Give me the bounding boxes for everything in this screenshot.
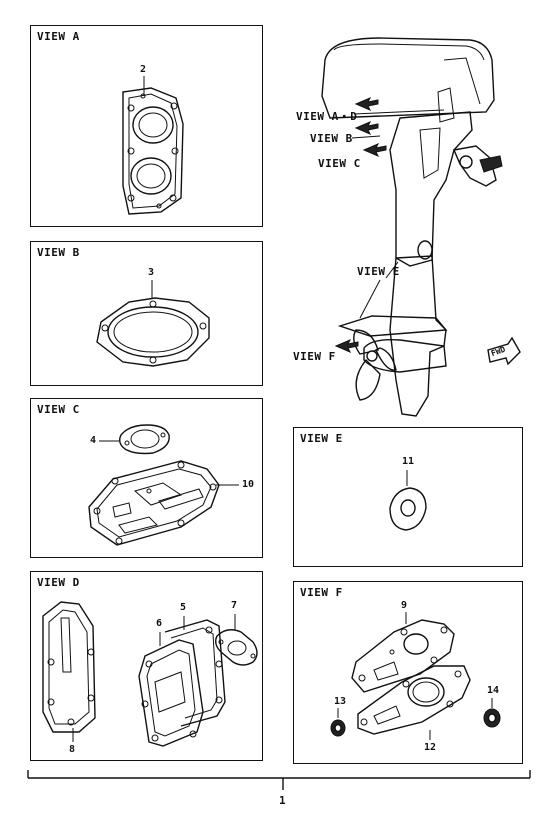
callout-5: 5 <box>180 602 187 613</box>
callout-3: 3 <box>148 267 155 278</box>
view-d-gaskets-drawing <box>42 601 258 747</box>
callout-2: 2 <box>140 64 147 75</box>
view-d-title: VIEW D <box>37 576 80 589</box>
motor-label-view-e: VIEW E <box>357 265 400 278</box>
view-c-gaskets-drawing <box>88 424 239 546</box>
cylinder-head-gasket-drawing <box>122 76 184 215</box>
callout-13: 13 <box>334 696 347 707</box>
callout-10: 10 <box>242 479 255 490</box>
view-b-title: VIEW B <box>37 246 80 259</box>
view-f-gaskets-drawing <box>330 612 501 740</box>
exhaust-gasket-drawing <box>96 280 210 367</box>
callout-6: 6 <box>156 618 163 629</box>
view-f-title: VIEW F <box>300 586 343 599</box>
view-c-title: VIEW C <box>37 403 80 416</box>
view-e-panel: VIEW E 11 <box>293 427 523 567</box>
view-e-gasket-drawing <box>389 470 427 531</box>
view-e-title: VIEW E <box>300 432 343 445</box>
view-c-panel: VIEW C 4 10 <box>30 398 263 558</box>
view-b-panel: VIEW B 3 <box>30 241 263 386</box>
motor-label-view-f: VIEW F <box>293 350 336 363</box>
motor-label-view-b: VIEW B <box>310 132 353 145</box>
view-a-panel: VIEW A 2 <box>30 25 263 227</box>
view-d-panel: VIEW D 5 6 7 8 <box>30 571 263 761</box>
callout-12: 12 <box>424 742 437 753</box>
callout-11: 11 <box>402 456 415 467</box>
motor-label-view-a-d: VIEW A・D <box>296 110 358 123</box>
callout-8: 8 <box>69 744 76 755</box>
outboard-motor-illustration <box>321 37 521 417</box>
callout-4: 4 <box>90 435 97 446</box>
view-f-panel: VIEW F 9 13 14 12 <box>293 581 523 764</box>
callout-1: 1 <box>279 794 286 807</box>
callout-14: 14 <box>487 685 500 696</box>
motor-label-view-c: VIEW C <box>318 157 361 170</box>
callout-9: 9 <box>401 600 408 611</box>
view-a-title: VIEW A <box>37 30 80 43</box>
callout-7: 7 <box>231 600 238 611</box>
